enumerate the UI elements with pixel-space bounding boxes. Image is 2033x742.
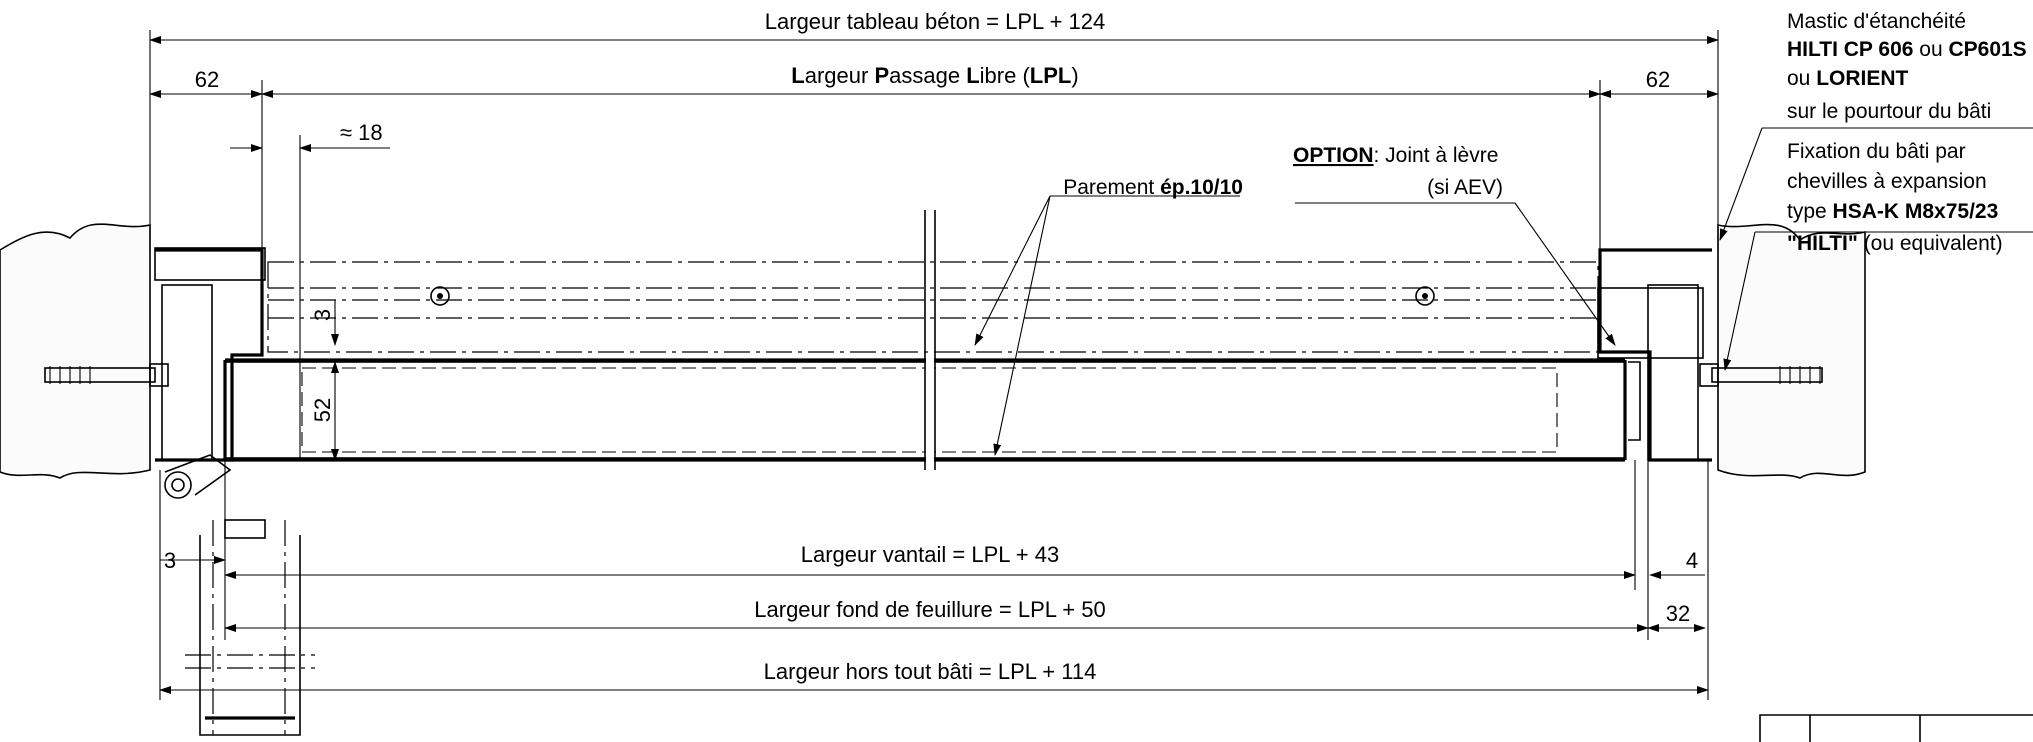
anchor-left — [44, 363, 169, 387]
dim-passage-libre: Largeur Passage Libre (LPL) — [791, 63, 1078, 88]
dim-tableau-beton: Largeur tableau béton = LPL + 124 — [765, 9, 1105, 34]
dim-gap-left: 3 — [164, 548, 176, 573]
dim-approx-18: ≈ 18 — [340, 120, 383, 145]
frame-left — [154, 247, 266, 499]
note-fixation-2: chevilles à expansion — [1787, 170, 1987, 193]
dim-thickness-3: 3 — [310, 309, 335, 321]
title-block-fragment — [1759, 714, 2033, 742]
door-leaf — [223, 210, 1627, 470]
note-fixation-4: "HILTI" (ou equivalent) — [1787, 232, 2003, 255]
dim-side-left: 62 — [195, 67, 219, 92]
note-mastic-1: Mastic d'étanchéité — [1787, 10, 1966, 33]
dimension-lines — [149, 36, 1719, 700]
note-fixation-1: Fixation du bâti par — [1787, 140, 1966, 163]
concrete-wall-left — [0, 223, 151, 479]
dim-gap-right: 4 — [1686, 548, 1698, 573]
note-fixation-3: type HSA-K M8x75/23 — [1787, 200, 1998, 223]
note-option: OPTION: Joint à lèvre — [1293, 144, 1498, 167]
anchor-right — [1699, 363, 1823, 387]
dim-thickness-52: 52 — [310, 398, 335, 422]
dim-hors-tout: Largeur hors tout bâti = LPL + 114 — [764, 659, 1097, 684]
concrete-wall-right — [1717, 223, 1866, 479]
dim-vantail: Largeur vantail = LPL + 43 — [801, 542, 1059, 567]
leader-lines — [974, 127, 2033, 456]
dim-gap-32: 32 — [1666, 601, 1690, 626]
dim-fond-feuillure: Largeur fond de feuillure = LPL + 50 — [754, 597, 1105, 622]
frame-right — [1597, 248, 1712, 462]
dim-side-right: 62 — [1646, 67, 1670, 92]
note-mastic-3: ou LORIENT — [1787, 67, 1909, 90]
note-mastic-2: HILTI CP 606 ou CP601S — [1787, 38, 2027, 61]
note-parement: Parement ép.10/10 — [1063, 176, 1243, 199]
note-option-line2: (si AEV) — [1427, 176, 1503, 199]
note-mastic-4: sur le pourtour du bâti — [1787, 100, 1991, 123]
reference-lines — [267, 261, 1599, 353]
